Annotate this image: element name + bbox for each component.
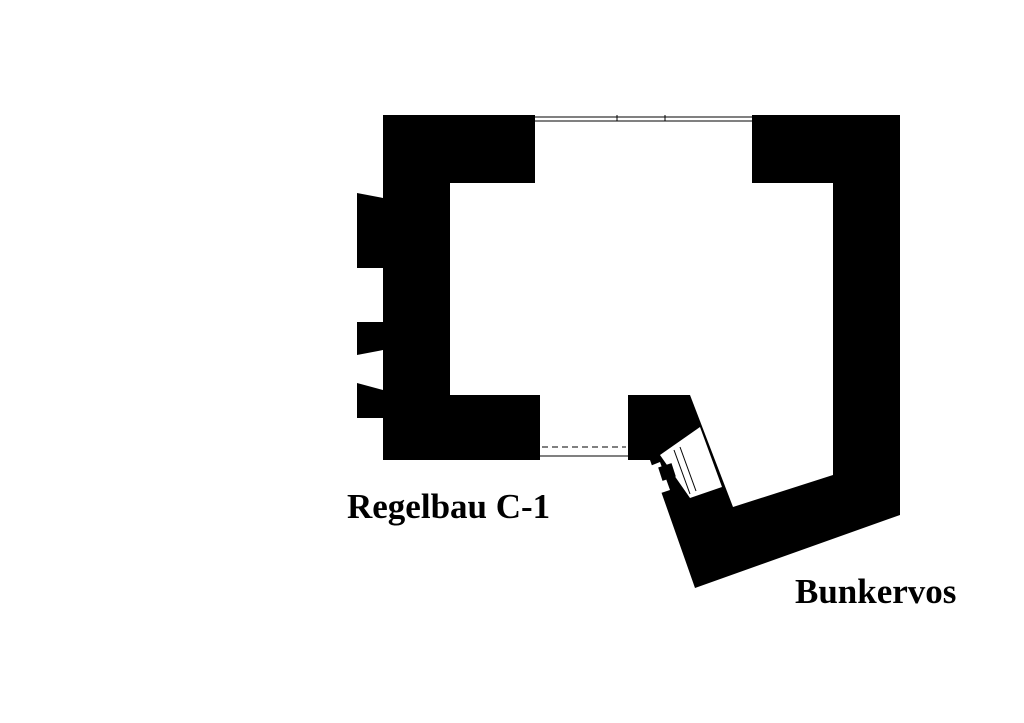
buttress-lower <box>357 383 383 418</box>
entrance-block <box>658 463 676 481</box>
bunker-type-label: Regelbau C-1 <box>347 487 551 526</box>
credit-label: Bunkervos <box>795 572 957 611</box>
entrance-door-line <box>673 449 691 495</box>
entrance-corridor <box>660 427 722 498</box>
bottom-passage <box>540 395 628 460</box>
entrance-door-line-2 <box>679 446 697 492</box>
buttress-upper <box>357 193 383 268</box>
top-opening <box>535 115 752 185</box>
main-room <box>450 183 833 395</box>
entrance-step <box>645 462 670 495</box>
angled-room-extension <box>690 395 833 507</box>
buttress-middle <box>357 322 383 355</box>
